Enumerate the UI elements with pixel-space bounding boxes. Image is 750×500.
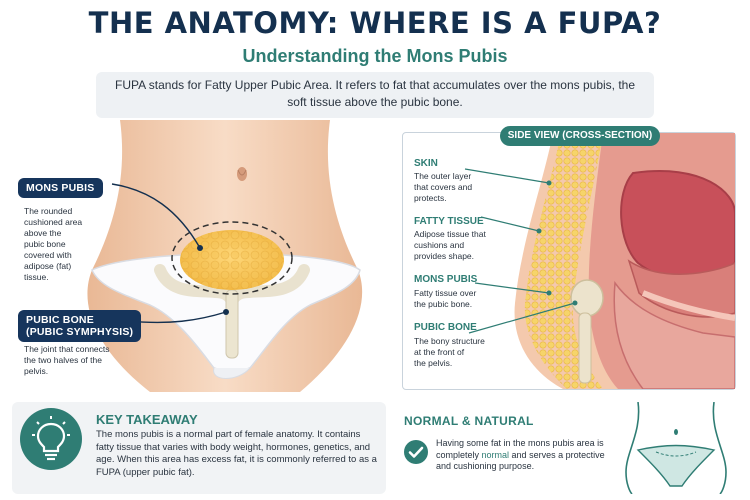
mons-pubis-description: The rounded cushioned area above the pub… <box>24 206 83 282</box>
lightbulb-icon <box>20 408 82 470</box>
normal-natural-text: Having some fat in the mons pubis area i… <box>436 438 605 471</box>
xs-desc-pubic-bone: The bony structure at the front of the p… <box>414 336 485 368</box>
xs-desc-fatty-tissue: Adipose tissue that cushions and provide… <box>414 229 486 261</box>
check-icon <box>404 440 428 464</box>
xs-label-mons-pubis: MONS PUBIS <box>414 274 478 285</box>
pubic-bone-tag: PUBIC BONE (PUBIC SYMPHYSIS) <box>18 310 142 342</box>
xs-desc-mons-pubis: Fatty tissue over the pubic bone. <box>414 288 477 309</box>
key-takeaway-title: KEY TAKEAWAY <box>96 412 198 427</box>
xs-label-pubic-bone: PUBIC BONE <box>414 322 477 333</box>
xs-label-fatty-tissue: FATTY TISSUE <box>414 216 484 227</box>
key-takeaway-text: The mons pubis is a normal part of femal… <box>96 429 377 478</box>
normal-natural-title: NORMAL & NATURAL <box>404 414 534 428</box>
mons-pubis-tag: MONS PUBIS <box>18 178 103 198</box>
xs-desc-skin: The outer layer that covers and protects… <box>414 171 473 203</box>
page-title: THE ANATOMY: WHERE IS A FUPA? <box>88 6 662 40</box>
mini-body-outline <box>625 402 727 494</box>
cross-section-illustration <box>464 133 735 389</box>
front-view-illustration <box>87 120 363 392</box>
intro-box: FUPA stands for Fatty Upper Pubic Area. … <box>96 72 654 118</box>
pubic-bone-description: The joint that connects the two halves o… <box>24 344 110 376</box>
page-subtitle: Understanding the Mons Pubis <box>242 46 508 66</box>
side-view-tag: SIDE VIEW (CROSS-SECTION) <box>500 126 660 146</box>
xs-label-skin: SKIN <box>414 158 438 169</box>
